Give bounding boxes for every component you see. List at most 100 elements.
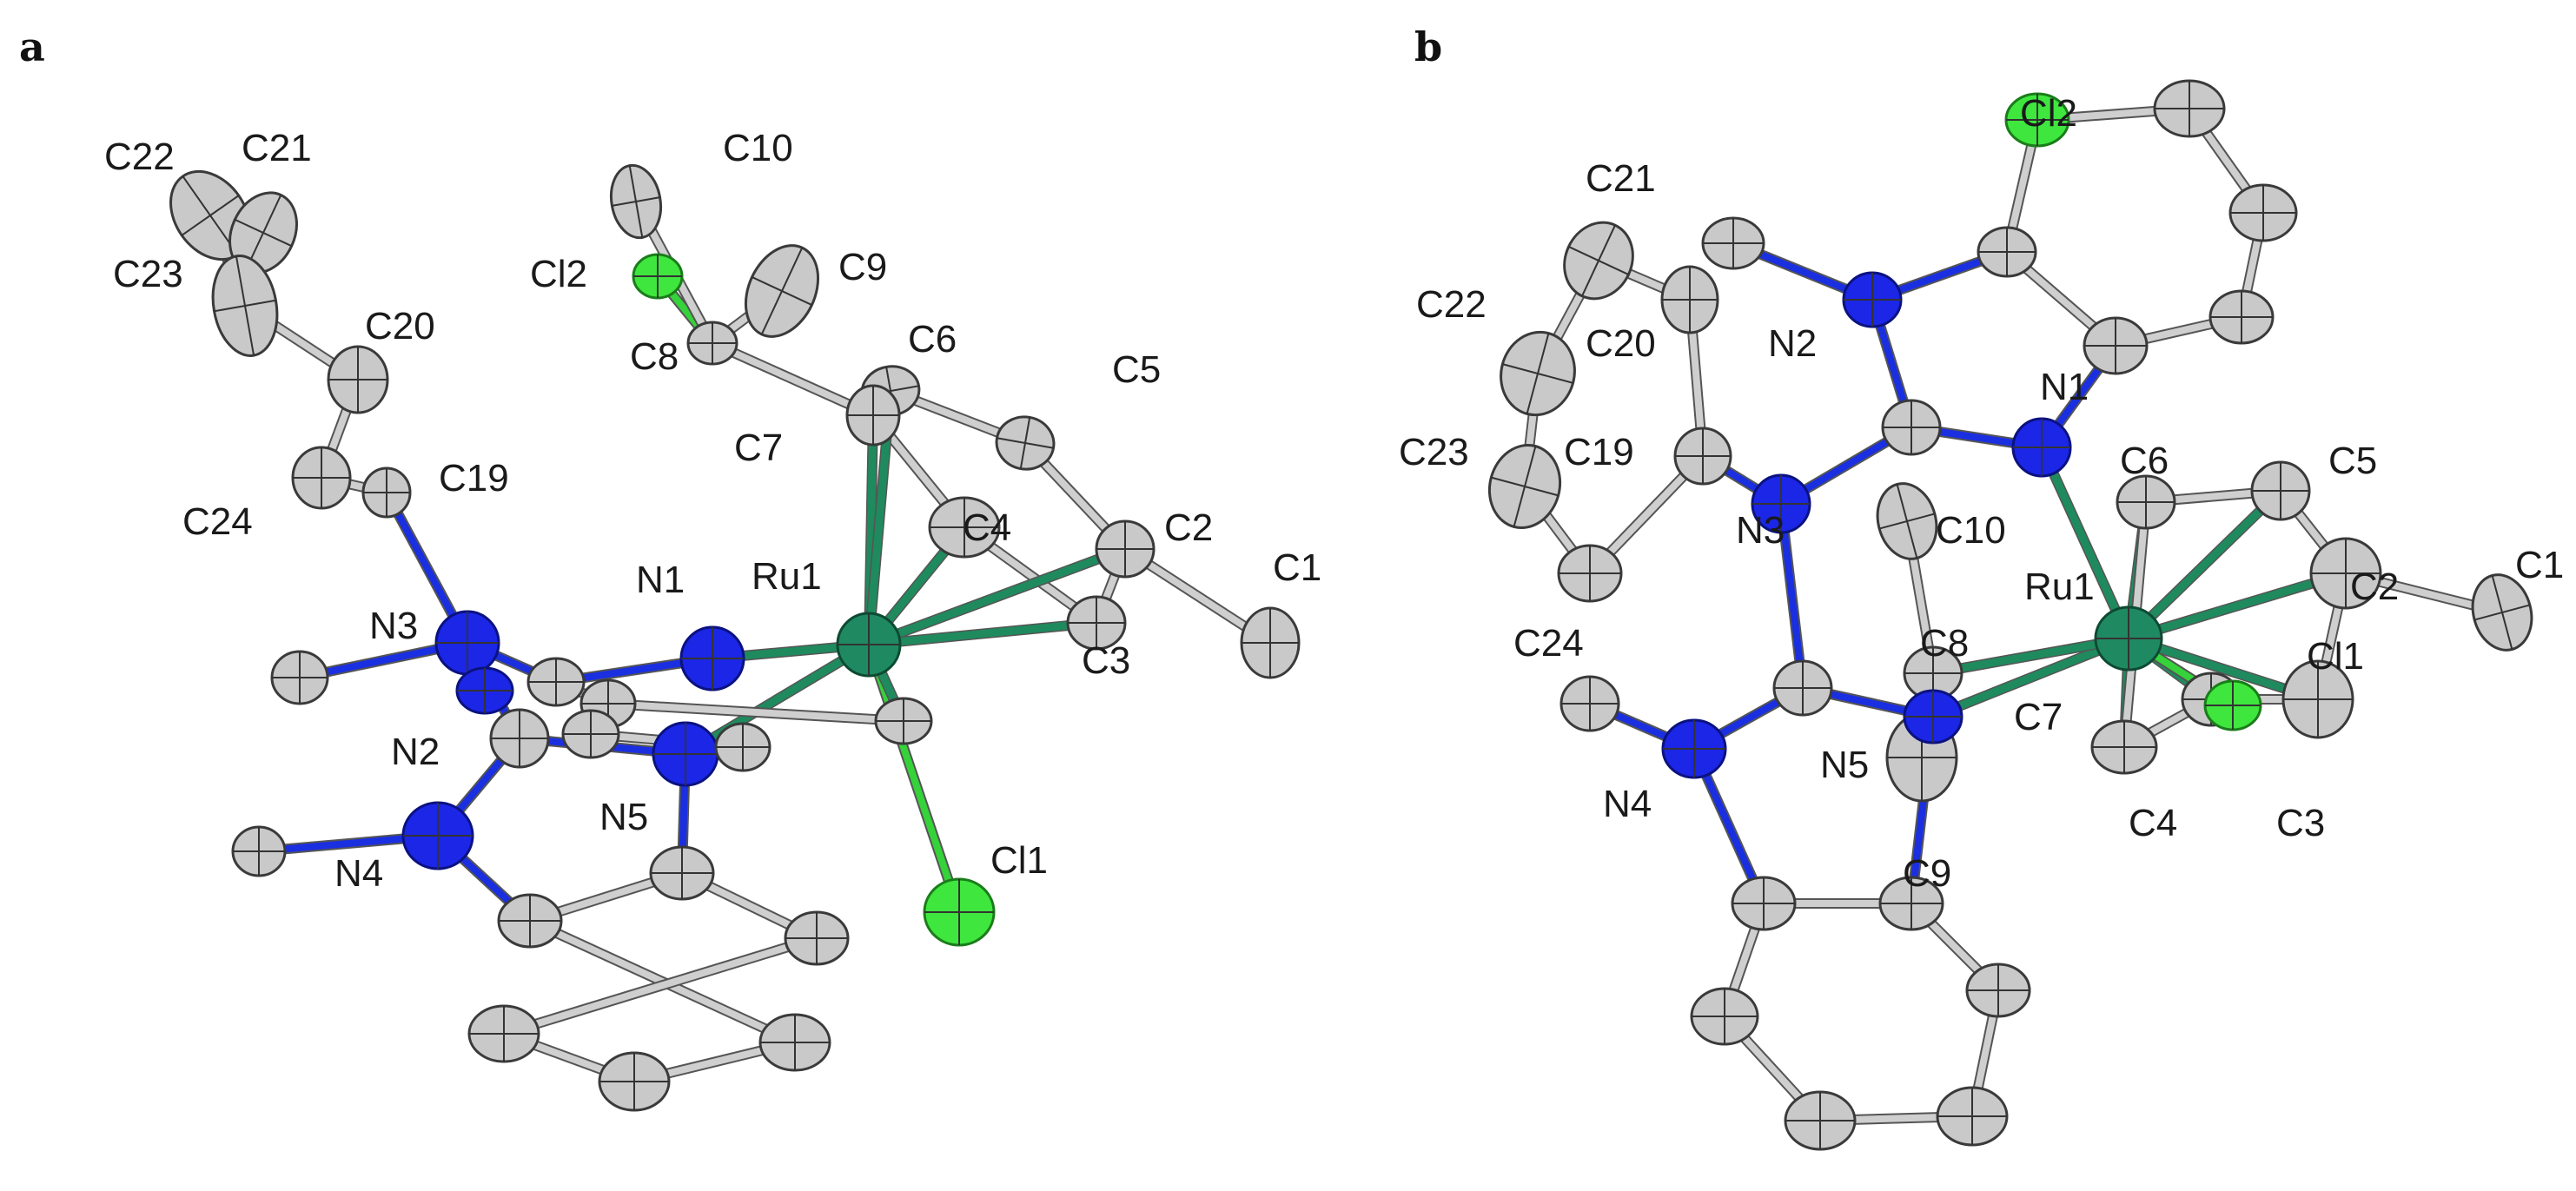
panel-b-atom-c	[2090, 719, 2158, 775]
panel-a-atom-c	[231, 825, 287, 877]
panel-a-bond	[864, 544, 1130, 650]
panel-a-atom-c	[784, 910, 850, 966]
panel-b-atom-c	[1557, 544, 1623, 603]
panel-b-atom-c	[1878, 876, 1944, 931]
panel-a-atom-label: C4	[963, 506, 1011, 549]
panel-a-atom-c	[489, 708, 550, 769]
panel-a-atom-label: N3	[369, 605, 418, 647]
panel-a-bond	[864, 618, 1102, 650]
panel-b-atom-c	[1500, 330, 1576, 417]
panel-a-atom-c	[561, 709, 620, 759]
panel-b-atom-label: C2	[2350, 566, 2399, 608]
panel-b-atom-c	[1977, 226, 2037, 278]
panel-b-atom-label: N2	[1768, 322, 1817, 365]
panel-b-atom-label: C1	[2515, 544, 2564, 586]
panel-a-bond	[603, 698, 909, 726]
panel-b-atom-cl	[2203, 679, 2262, 731]
panel-a-atom-c	[874, 697, 933, 745]
panel-a-atom-label: N2	[391, 731, 440, 773]
panel-a-atom-label: C22	[104, 136, 175, 178]
panel-a-atom-c	[270, 650, 329, 705]
panel-b-atom-c	[1772, 659, 1833, 717]
panel-a-atom-cl	[632, 253, 684, 300]
panel-a-atom-ru	[836, 612, 902, 678]
panel-b-atom-label: C10	[1936, 509, 2006, 552]
panel-b-atom-label: C7	[2014, 696, 2063, 738]
panel-a-atom-c	[1066, 595, 1127, 651]
panel-a-atom-label: Cl2	[530, 253, 587, 295]
panel-b-bond	[2123, 568, 2351, 644]
panel-b-atom-label: C22	[1416, 283, 1487, 326]
panel-b-atom-label: C6	[2120, 440, 2169, 482]
panel-a-atom-c	[686, 321, 738, 366]
panel-b-atom-label: C5	[2328, 440, 2377, 482]
panel-b-atom-c	[1731, 876, 1797, 931]
panel-a-letter: a	[19, 23, 45, 70]
panel-b-atom-c	[2083, 316, 2149, 375]
panel-b-atom-cl	[2004, 92, 2070, 148]
panel-a-atom-label: N5	[599, 796, 648, 838]
panel-b-atom-c	[2250, 460, 2311, 521]
panel-a-atom-label: C20	[365, 305, 435, 347]
panel-a-atom-n	[434, 610, 500, 676]
panel-a-atom-c	[609, 163, 663, 240]
panel-b-atom-c	[1936, 1086, 2009, 1147]
panel-b-atom-ru	[2094, 605, 2163, 672]
panel-b-atom-c	[1701, 216, 1765, 270]
panel-a-atom-c	[526, 657, 586, 707]
panel-a-atom-c	[497, 893, 563, 949]
panel-b-atom-label: C8	[1920, 622, 1969, 665]
panel-b-atom-c	[1487, 443, 1562, 530]
panel-a-atom-c	[845, 384, 901, 447]
panel-a-atom-c	[467, 1004, 540, 1063]
panel-b-atom-c	[2471, 573, 2533, 652]
panel-a-bond	[680, 639, 874, 759]
panel-a-atom-label: N4	[334, 852, 383, 895]
panel-b-atom-label: N4	[1603, 783, 1652, 825]
panel-b-atom-c	[1563, 221, 1634, 301]
panel-b-atom-c	[1673, 427, 1732, 486]
panel-b-atom-n	[1903, 689, 1963, 744]
panel-a-bond	[499, 933, 822, 1039]
panel-a-atom-label: C1	[1273, 546, 1321, 589]
panel-b-letter: b	[1414, 23, 1442, 70]
panel-a-atom-c	[1095, 519, 1156, 579]
panel-a-atom-c	[714, 722, 771, 772]
panel-b-atom-n	[1661, 718, 1727, 779]
panel-b-bond	[1776, 499, 1808, 693]
panel-b-atom-label: C20	[1586, 322, 1656, 365]
panel-b-bond	[2036, 442, 2134, 644]
panel-a-atom-c	[995, 415, 1056, 471]
panel-a-atom-label: C21	[242, 127, 312, 169]
panel-b-atom-c	[1660, 265, 1719, 334]
panel-a-atom-label: C8	[630, 335, 679, 378]
panel-a-atom-c	[744, 244, 820, 338]
panel-b-atom-label: C21	[1586, 157, 1656, 200]
panel-a-atom-n	[652, 721, 719, 787]
panel-b-atom-c	[1560, 675, 1620, 732]
panel-a-atom-label: Cl1	[990, 839, 1048, 882]
panel-b-atom-n	[1842, 271, 1903, 328]
panel-b-atom-label: N3	[1736, 509, 1785, 552]
panel-a-atom-label: N1	[636, 559, 685, 601]
atoms-layer	[169, 79, 2533, 1151]
panel-a-atom-label: Ru1	[752, 555, 822, 598]
panel-b-atom-c	[2309, 537, 2382, 610]
panel-b-atom-c	[1965, 963, 2031, 1018]
panel-a-atom-label: C10	[723, 127, 793, 169]
panel-a-atom-c	[598, 1051, 671, 1112]
panel-a-atom-label: C24	[182, 500, 253, 543]
panel-a-atom-label: C3	[1082, 639, 1130, 682]
panel-a-atom-cl	[923, 877, 996, 947]
panel-a-atom-n	[401, 801, 474, 870]
panel-a-atom-c	[649, 845, 715, 901]
panel-b-atom-n	[2011, 417, 2072, 478]
panel-b-atom-c	[1881, 399, 1942, 456]
panel-b-atom-label: C9	[1903, 852, 1951, 895]
panel-b-atom-label: C3	[2276, 802, 2325, 844]
panel-a-atom-c	[211, 255, 279, 357]
panel-b-atom-label: Cl1	[2307, 635, 2364, 678]
panel-a-atom-label: C19	[439, 457, 509, 500]
